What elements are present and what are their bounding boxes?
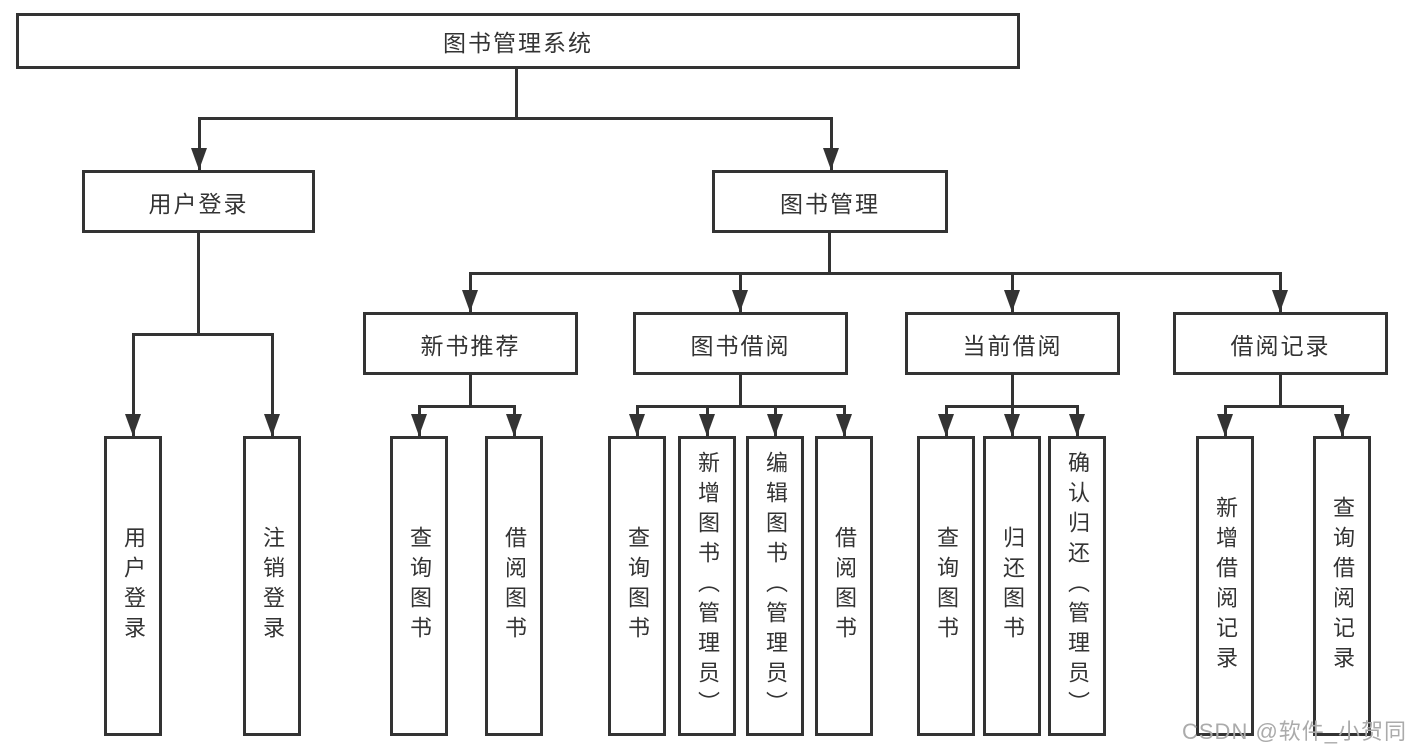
connector-line [1224, 405, 1344, 408]
node-borrow-records-label: 借阅记录 [1230, 332, 1331, 359]
arrow-down-icon [462, 290, 478, 312]
watermark: CSDN @软件_小贺同学 [1182, 719, 1405, 744]
node-book-management: 图书管理 [712, 170, 948, 233]
node-leaf-user-login-label: 用户登录 [121, 526, 146, 646]
connector-line [515, 68, 518, 120]
connector-line [132, 333, 135, 436]
node-leaf-add-borrow-record: 新增借阅记录 [1196, 436, 1254, 736]
node-leaf-query-books-borrow-label: 查询图书 [625, 526, 650, 646]
connector-line [469, 272, 1282, 275]
node-leaf-query-books-recommend: 查询图书 [390, 436, 448, 736]
arrow-down-icon [699, 414, 715, 436]
arrow-down-icon [125, 414, 141, 436]
arrow-down-icon [191, 148, 207, 170]
connector-line [739, 375, 742, 408]
node-leaf-query-books-borrow: 查询图书 [608, 436, 666, 736]
node-user-login: 用户登录 [82, 170, 315, 233]
node-leaf-query-borrow-record-label: 查询借阅记录 [1330, 496, 1355, 676]
connector-line [198, 117, 201, 170]
arrow-down-icon [823, 148, 839, 170]
arrow-down-icon [1272, 290, 1288, 312]
connector-line [830, 117, 833, 170]
node-root: 图书管理系统 [16, 13, 1020, 69]
node-current-borrow: 当前借阅 [905, 312, 1120, 375]
arrow-down-icon [1004, 414, 1020, 436]
arrow-down-icon [836, 414, 852, 436]
arrow-down-icon [629, 414, 645, 436]
node-leaf-confirm-return-admin-label: 确认归还（管理员） [1065, 451, 1090, 721]
node-leaf-user-login: 用户登录 [104, 436, 162, 736]
node-leaf-query-books-current-label: 查询图书 [934, 526, 959, 646]
arrow-down-icon [732, 290, 748, 312]
arrow-down-icon [264, 414, 280, 436]
node-leaf-logout: 注销登录 [243, 436, 301, 736]
node-leaf-add-books-admin: 新增图书（管理员） [678, 436, 736, 736]
node-leaf-edit-books-admin: 编辑图书（管理员） [746, 436, 804, 736]
node-leaf-query-books-recommend-label: 查询图书 [407, 526, 432, 646]
connector-line [636, 405, 846, 408]
connector-line [1011, 375, 1014, 408]
arrow-down-icon [767, 414, 783, 436]
node-current-borrow-label: 当前借阅 [962, 332, 1063, 359]
arrow-down-icon [1004, 290, 1020, 312]
connector-line [198, 117, 833, 120]
node-borrow-records: 借阅记录 [1173, 312, 1388, 375]
arrow-down-icon [1069, 414, 1085, 436]
node-book-borrow: 图书借阅 [633, 312, 848, 375]
node-leaf-return-books-label: 归还图书 [1000, 526, 1025, 646]
node-book-management-label: 图书管理 [780, 190, 880, 217]
node-user-login-label: 用户登录 [148, 190, 249, 217]
connector-line [271, 333, 274, 436]
node-leaf-logout-label: 注销登录 [260, 526, 285, 646]
node-leaf-add-books-admin-label: 新增图书（管理员） [695, 451, 720, 721]
node-leaf-borrow-books-recommend-label: 借阅图书 [502, 526, 527, 646]
node-root-label: 图书管理系统 [443, 30, 593, 56]
arrow-down-icon [411, 414, 427, 436]
node-book-borrow-label: 图书借阅 [690, 332, 791, 359]
arrow-down-icon [506, 414, 522, 436]
connector-line [1279, 375, 1282, 408]
connector-line [197, 233, 200, 336]
node-new-book-recommend-label: 新书推荐 [420, 332, 521, 359]
node-leaf-borrow-books-recommend: 借阅图书 [485, 436, 543, 736]
node-leaf-edit-books-admin-label: 编辑图书（管理员） [763, 451, 788, 721]
node-leaf-borrow-books: 借阅图书 [815, 436, 873, 736]
connector-line [132, 333, 274, 336]
node-leaf-query-books-current: 查询图书 [917, 436, 975, 736]
node-leaf-add-borrow-record-label: 新增借阅记录 [1213, 496, 1238, 676]
arrow-down-icon [1334, 414, 1350, 436]
arrow-down-icon [938, 414, 954, 436]
connector-line [469, 375, 472, 408]
node-leaf-confirm-return-admin: 确认归还（管理员） [1048, 436, 1106, 736]
node-leaf-borrow-books-label: 借阅图书 [832, 526, 857, 646]
node-new-book-recommend: 新书推荐 [363, 312, 578, 375]
node-leaf-query-borrow-record: 查询借阅记录 [1313, 436, 1371, 736]
node-leaf-return-books: 归还图书 [983, 436, 1041, 736]
connector-line [418, 405, 516, 408]
arrow-down-icon [1217, 414, 1233, 436]
connector-line [828, 233, 831, 274]
